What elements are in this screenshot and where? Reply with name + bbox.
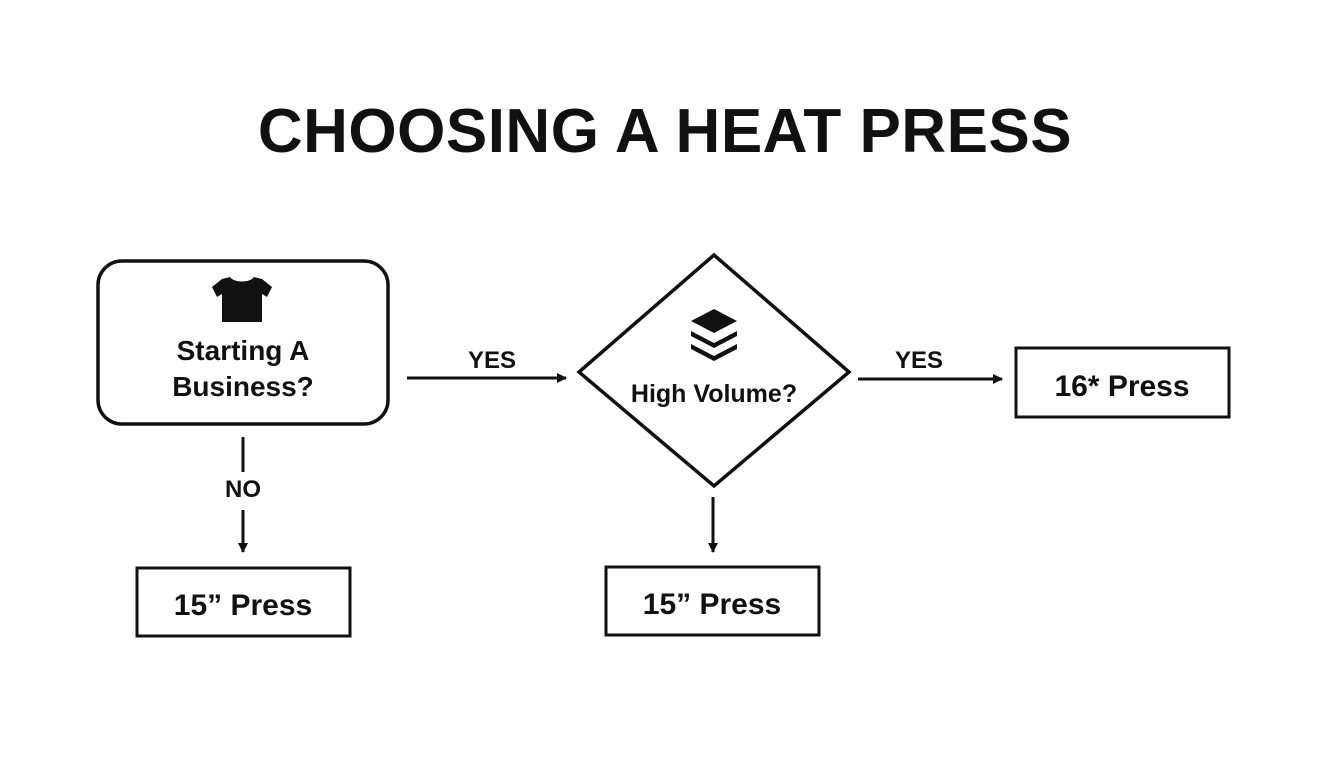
result-left-box [135,566,352,638]
result-left-label: 15” Press [174,589,312,622]
result-right-box [1014,346,1231,419]
layers-icon [691,309,737,361]
result-middle-node: 15” Press [604,565,821,637]
edge-decision-to-right: YES [858,347,1003,384]
decision-diamond [576,252,852,489]
result-right-label: 16* Press [1054,370,1189,403]
decision-node: High Volume? [576,252,852,489]
start-node-label-line1: Starting A [177,335,310,366]
result-middle-label: 15” Press [643,588,781,621]
edge-start-to-left-label: NO [225,476,261,503]
start-node-label-line2: Business? [172,371,314,402]
edge-start-to-decision: YES [407,347,567,383]
edge-start-to-left: NO [225,437,261,553]
decision-node-label: High Volume? [631,380,797,408]
result-left-node: 15” Press [135,566,352,638]
start-node: Starting A Business? [96,259,390,426]
edge-start-to-decision-label: YES [468,347,516,374]
edge-decision-to-right-label: YES [895,347,943,374]
result-right-node: 16* Press [1014,346,1231,419]
tshirt-icon [212,277,272,322]
page-title: CHOOSING A HEAT PRESS [258,97,1072,166]
result-middle-box [604,565,821,637]
start-node-box [96,259,390,426]
